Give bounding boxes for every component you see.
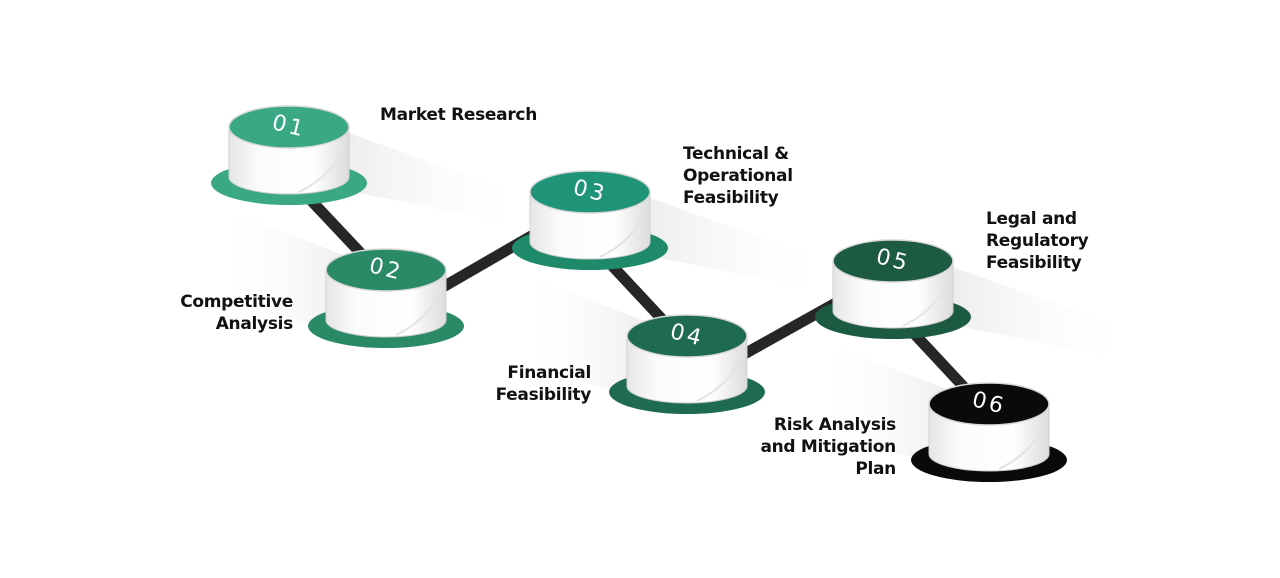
step-node-03: 03 — [512, 170, 668, 270]
node-highlight — [902, 272, 950, 327]
step-node-05: 05 — [815, 239, 971, 339]
node-top — [928, 382, 1050, 426]
step-label-line: Feasibility — [495, 385, 592, 405]
step-label-line: Operational — [683, 166, 793, 186]
step-label-line: Risk Analysis — [773, 415, 896, 435]
node-highlight — [696, 347, 744, 402]
step-label-line: Plan — [855, 459, 896, 479]
step-node-06: 06 — [911, 382, 1067, 482]
cast-shadow — [309, 119, 529, 227]
node-highlight — [998, 415, 1046, 470]
step-label-02: Competitive Analysis — [180, 291, 293, 335]
node-highlight — [395, 281, 443, 336]
node-top — [325, 248, 447, 292]
step-label-04: Financial Feasibility — [495, 362, 592, 406]
step-label-line: Market Research — [380, 105, 538, 125]
step-label-line: and Mitigation — [760, 437, 896, 457]
node-top — [832, 239, 954, 283]
step-label-line: Technical & — [683, 144, 789, 164]
step-label-line: Regulatory — [986, 231, 1089, 251]
step-node-02: 02 — [308, 248, 464, 348]
step-label-06: Risk Analysis and Mitigation Plan — [760, 414, 896, 480]
cast-shadow — [216, 210, 356, 332]
cast-shadow — [819, 344, 959, 466]
step-label-01: Market Research — [380, 104, 537, 126]
shadow-layer — [216, 119, 1133, 466]
step-label-line: Financial — [507, 363, 591, 383]
cast-shadow — [517, 276, 657, 398]
step-label-line: Competitive — [180, 292, 293, 312]
step-node-04: 04 — [609, 314, 765, 414]
cast-shadow — [610, 184, 830, 292]
node-highlight — [298, 138, 346, 193]
step-label-line: Feasibility — [986, 253, 1082, 273]
step-label-05: Legal and Regulatory Feasibility — [986, 208, 1089, 274]
node-top — [529, 170, 651, 214]
node-top — [228, 105, 350, 149]
node-layer: 01 02 03 04 05 06 — [211, 105, 1067, 482]
node-highlight — [599, 203, 647, 258]
step-label-line: Analysis — [215, 314, 294, 334]
step-label-line: Feasibility — [683, 188, 779, 208]
cast-shadow — [913, 253, 1133, 361]
step-label-03: Technical & Operational Feasibility — [683, 143, 793, 209]
step-label-line: Legal and — [986, 209, 1077, 229]
node-top — [626, 314, 748, 358]
step-node-01: 01 — [211, 105, 367, 205]
